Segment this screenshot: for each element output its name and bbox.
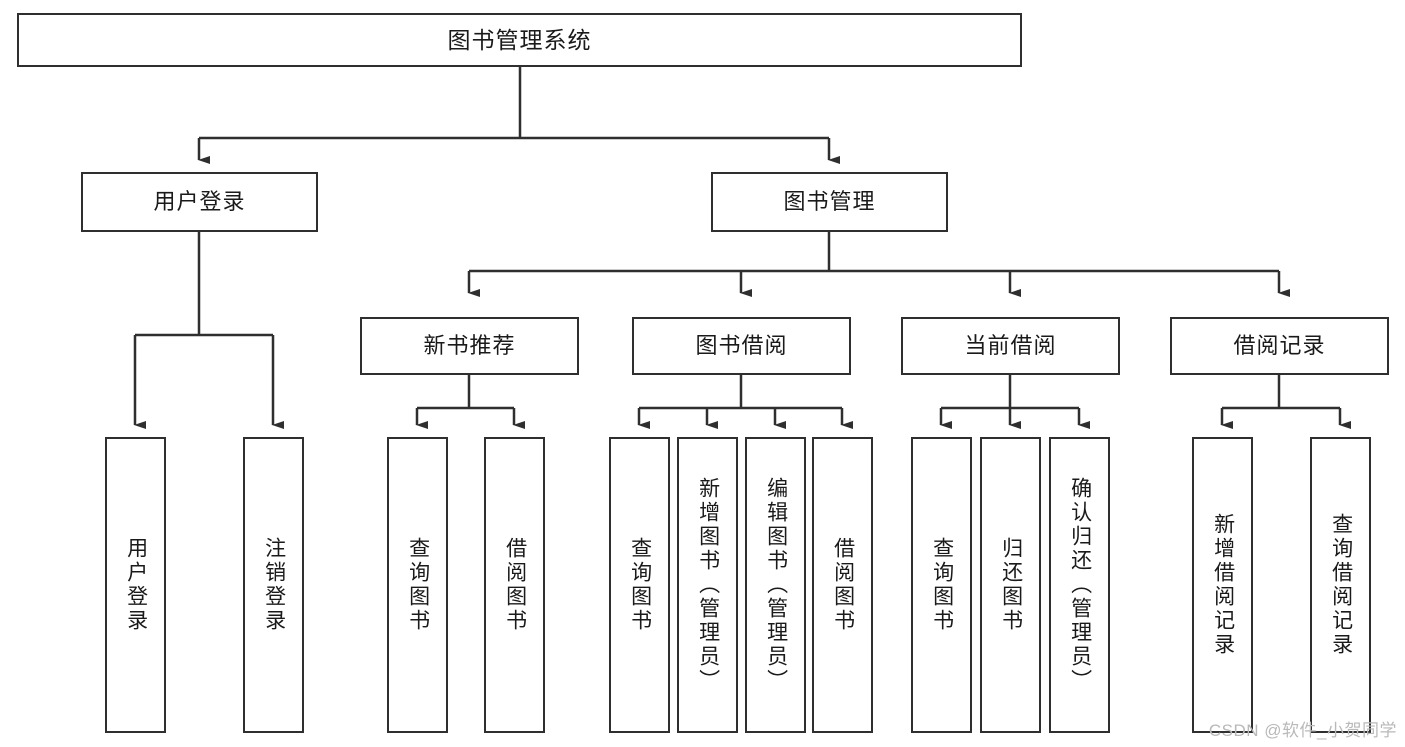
node-new-book-recommend[interactable]: 新书推荐	[360, 317, 579, 375]
leaf-query-borrow-record-label: 查询借阅记录	[1329, 513, 1353, 657]
node-book-borrow[interactable]: 图书借阅	[632, 317, 851, 375]
leaf-edit-book-admin-label: 编辑图书（管理员）	[764, 477, 788, 693]
leaf-borrow-book[interactable]: 借阅图书	[812, 437, 873, 733]
leaf-user-login[interactable]: 用户登录	[105, 437, 166, 733]
node-user-login-label: 用户登录	[153, 189, 246, 215]
leaf-borrow-book-recommend[interactable]: 借阅图书	[484, 437, 545, 733]
leaf-query-book-borrow-label: 查询图书	[628, 537, 652, 633]
csdn-watermark: CSDN @软件_小贺同学	[1208, 721, 1397, 740]
leaf-add-book-admin-label: 新增图书（管理员）	[696, 477, 720, 693]
leaf-add-borrow-record[interactable]: 新增借阅记录	[1192, 437, 1253, 733]
leaf-edit-book-admin[interactable]: 编辑图书（管理员）	[745, 437, 806, 733]
leaf-logout-label: 注销登录	[262, 537, 286, 633]
node-borrow-records-label: 借阅记录	[1233, 333, 1326, 359]
node-current-borrow-label: 当前借阅	[964, 333, 1057, 359]
leaf-user-login-label: 用户登录	[124, 537, 148, 633]
leaf-confirm-return-admin[interactable]: 确认归还（管理员）	[1049, 437, 1110, 733]
leaf-query-book-current[interactable]: 查询图书	[911, 437, 972, 733]
leaf-add-book-admin[interactable]: 新增图书（管理员）	[677, 437, 738, 733]
leaf-query-book-recommend-label: 查询图书	[406, 537, 430, 633]
node-current-borrow[interactable]: 当前借阅	[901, 317, 1120, 375]
leaf-borrow-book-label: 借阅图书	[831, 537, 855, 633]
node-borrow-records[interactable]: 借阅记录	[1170, 317, 1389, 375]
leaf-query-book-borrow[interactable]: 查询图书	[609, 437, 670, 733]
node-root[interactable]: 图书管理系统	[17, 13, 1022, 67]
node-root-label: 图书管理系统	[447, 26, 592, 53]
leaf-return-book[interactable]: 归还图书	[980, 437, 1041, 733]
node-user-login[interactable]: 用户登录	[81, 172, 318, 232]
leaf-query-book-current-label: 查询图书	[930, 537, 954, 633]
leaf-query-borrow-record[interactable]: 查询借阅记录	[1310, 437, 1371, 733]
node-new-book-recommend-label: 新书推荐	[423, 333, 516, 359]
leaf-add-borrow-record-label: 新增借阅记录	[1211, 513, 1235, 657]
leaf-confirm-return-admin-label: 确认归还（管理员）	[1068, 477, 1092, 693]
leaf-logout[interactable]: 注销登录	[243, 437, 304, 733]
leaf-query-book-recommend[interactable]: 查询图书	[387, 437, 448, 733]
node-book-management-label: 图书管理	[783, 189, 876, 215]
leaf-borrow-book-recommend-label: 借阅图书	[503, 537, 527, 633]
node-book-management[interactable]: 图书管理	[711, 172, 948, 232]
node-book-borrow-label: 图书借阅	[695, 333, 788, 359]
leaf-return-book-label: 归还图书	[999, 537, 1023, 633]
